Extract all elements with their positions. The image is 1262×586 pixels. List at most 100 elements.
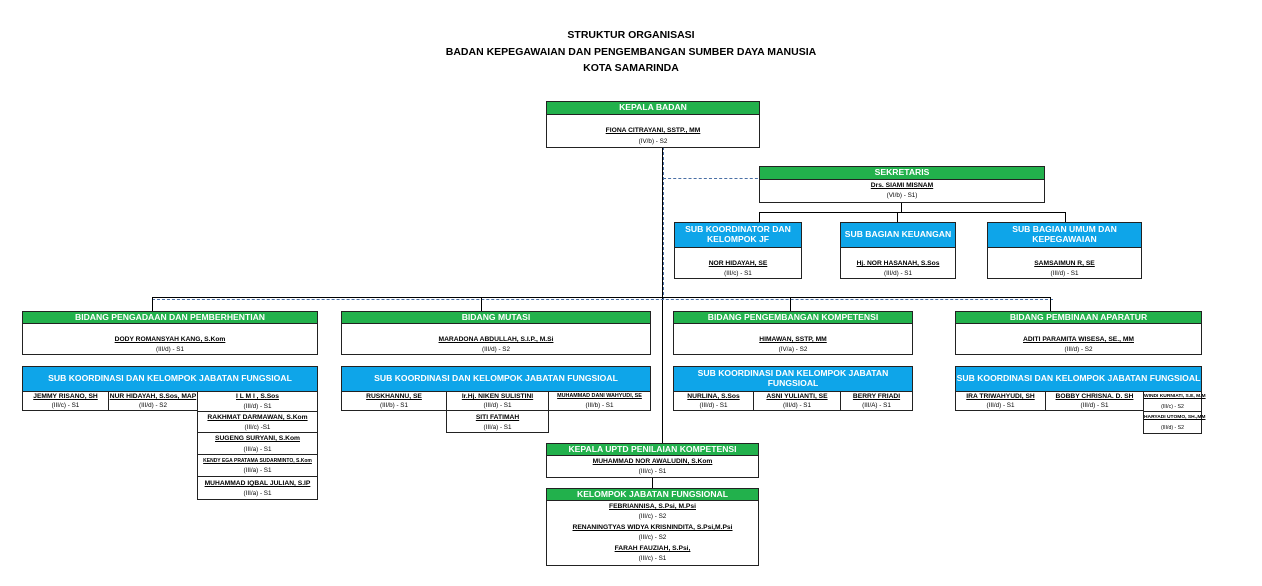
connector-bidang3: [790, 297, 791, 311]
staff-box: KENDY EGA PRATAMA SUDARMINTO, S.Kom (III…: [197, 454, 318, 477]
staff-box: BOBBY CHRISNA. D. SH (III/d) - S1: [1045, 391, 1144, 411]
sub-bagian-keuangan-grade: (III/d) - S1: [884, 270, 912, 277]
staff-name: RAKHMAT DARMAWAN, S.Kom: [207, 414, 308, 421]
staff-grade: (III/d) - S2: [1160, 425, 1185, 431]
sub-bagian-umum-grade: (III/d) - S1: [1050, 270, 1079, 277]
kelompok-member-grade: (III/c) - S1: [638, 555, 667, 562]
connector-bidang2: [481, 297, 482, 311]
chart-title-line3: KOTA SAMARINDA: [583, 62, 679, 74]
staff-name: MUHAMMAD DANI WAHYUDI, SE: [557, 393, 642, 399]
sub-bagian-keuangan-header: SUB BAGIAN KEUANGAN: [840, 222, 956, 248]
staff-name: ASNI YULIANTI, SE: [766, 393, 828, 400]
bidang-mutasi-box: MARADONA ABDULLAH, S.I.P., M.Si (III/d) …: [341, 323, 651, 355]
uptd-name: MUHAMMAD NOR AWALUDIN, S.Kom: [592, 458, 713, 465]
staff-box: HARYADI UTOMO, SH.,MM (III/d) - S2: [1143, 411, 1206, 434]
bidang-pembinaan-box: ADITI PARAMITA WISESA, SE., MM (III/d) -…: [955, 323, 1202, 355]
staff-grade: (III/d) - S1: [483, 402, 512, 409]
kelompok-member-name: RENANINGTYAS WIDYA KRISNINDITA, S.Psi,M.…: [572, 524, 733, 531]
staff-box: SUGENG SURYANI, S.Kom (III/a) - S1: [197, 432, 318, 455]
bidang-pengembangan-sub-header: SUB KOORDINASI DAN KELOMPOK JABATAN FUNG…: [673, 366, 913, 392]
staff-grade: (III/d) - S1: [699, 402, 728, 409]
connector-bidang1: [152, 297, 153, 311]
bidang-pengadaan-sub-header: SUB KOORDINASI DAN KELOMPOK JABATAN FUNG…: [22, 366, 318, 392]
bidang-pengadaan-grade: (III/d) - S1: [156, 346, 184, 353]
kelompok-member-name: FARAH FAUZIAH, S.Psi,: [614, 545, 691, 552]
bidang-pengadaan-box: DODY ROMANSYAH KANG, S.Kom (III/d) - S1: [22, 323, 318, 355]
kelompok-member-grade: (III/c) - S2: [638, 534, 667, 541]
staff-box: SITI FATIMAH (III/a) - S1: [446, 410, 549, 433]
connector-bidang4: [1050, 297, 1051, 311]
main-spine-line: [662, 147, 663, 443]
staff-box: JEMMY RISANO, SH (III/c) - S1: [22, 391, 109, 411]
kelompok-member-name: FEBRIANNISA, S.Psi, M.Psi: [609, 503, 696, 510]
chart-title-line2: BADAN KEPEGAWAIAN DAN PENGEMBANGAN SUMBE…: [445, 46, 817, 58]
bidang-mutasi-name: MARADONA ABDULLAH, S.I.P., M.Si: [438, 336, 554, 343]
staff-name: IRA TRIWAHYUDI, SH: [966, 393, 1035, 400]
staff-grade: (III/b) - S1: [380, 402, 408, 409]
staff-name: NURLINA, S.Sos: [687, 393, 740, 400]
staff-name: WINDI KURNIATI, S.E, M.M: [1144, 394, 1206, 399]
staff-grade: (III/d) - S1: [986, 402, 1015, 409]
kelompok-jf-box: FEBRIANNISA, S.Psi, M.Psi (III/c) - S2 R…: [546, 500, 759, 566]
staff-grade: (III/A) - S1: [862, 402, 891, 409]
staff-grade: (III/a) - S1: [243, 467, 272, 474]
connector-uptd-kelompok: [652, 478, 653, 488]
staff-name: BOBBY CHRISNA. D. SH: [1055, 393, 1134, 400]
staff-grade: (III/a) - S1: [243, 446, 272, 453]
sub-koordinator-jf-box: NOR HIDAYAH, SE (III/c) - S1: [674, 247, 802, 279]
sub-koordinator-jf-name: NOR HIDAYAH, SE: [708, 260, 768, 267]
staff-box: IRA TRIWAHYUDI, SH (III/d) - S1: [955, 391, 1046, 411]
main-spine-dashed: [663, 147, 664, 300]
staff-box: I L M I , S.Sos (III/d) - S1: [197, 391, 318, 412]
staff-name: Ir.Hj. NIKEN SULISTINI: [461, 393, 534, 400]
sub-bagian-umum-name: SAMSAIMUN R, SE: [1034, 260, 1095, 267]
bidang-mutasi-grade: (III/d) - S2: [482, 346, 510, 353]
sekretaris-box: Drs. SIAMI MISNAM (VI/b) - S1): [759, 179, 1045, 203]
bidang-pengembangan-grade: (IV/a) - S2: [778, 346, 808, 353]
staff-grade: (III/d) - S1: [783, 402, 811, 409]
staff-box: BERRY FRIADI (III/A) - S1: [840, 391, 913, 411]
uptd-grade: (III/c) - S1: [638, 468, 667, 475]
staff-box: RAKHMAT DARMAWAN, S.Kom (III/c) -S1: [197, 411, 318, 433]
chart-title-line1: STRUKTUR ORGANISASI: [567, 29, 695, 41]
sub-bagian-umum-box: SAMSAIMUN R, SE (III/d) - S1: [987, 247, 1142, 279]
connector-sub3: [1065, 212, 1066, 222]
staff-box: Ir.Hj. NIKEN SULISTINI (III/d) - S1: [446, 391, 549, 411]
connector-bidang-dashed: [152, 299, 1053, 300]
kepala-badan-grade: (IV/b) - S2: [638, 138, 668, 145]
bidang-pengadaan-name: DODY ROMANSYAH KANG, S.Kom: [114, 336, 226, 343]
staff-name: KENDY EGA PRATAMA SUDARMINTO, S.Kom: [203, 458, 312, 464]
sekretaris-header: SEKRETARIS: [759, 166, 1045, 180]
bidang-pengembangan-box: HIMAWAN, SSTP, MM (IV/a) - S2: [673, 323, 913, 355]
connector-sub1: [759, 212, 760, 222]
staff-box: RUSKHANNU, SE (III/b) - S1: [341, 391, 447, 411]
sekretaris-grade: (VI/b) - S1): [886, 192, 918, 199]
staff-name: JEMMY RISANO, SH: [33, 393, 98, 400]
staff-name: NUR HIDAYAH, S.Sos, MAP: [109, 393, 197, 400]
staff-grade: (III/c) - S2: [1161, 404, 1184, 410]
sub-bagian-umum-header: SUB BAGIAN UMUM DAN KEPEGAWAIAN: [987, 222, 1142, 248]
staff-grade: (III/a) - S1: [243, 490, 272, 497]
connector-to-sekretaris: [663, 178, 763, 179]
staff-name: RUSKHANNU, SE: [366, 393, 422, 400]
bidang-mutasi-sub-header: SUB KOORDINASI DAN KELOMPOK JABATAN FUNG…: [341, 366, 651, 392]
kepala-badan-box: FIONA CITRAYANI, SSTP., MM (IV/b) - S2: [546, 114, 760, 148]
staff-grade: (III/b) - S1: [585, 402, 614, 409]
staff-box: NUR HIDAYAH, S.Sos, MAP (III/d) - S2: [108, 391, 198, 411]
staff-grade: (III/d) - S1: [243, 403, 272, 410]
sub-bagian-keuangan-name: Hj. NOR HASANAH, S.Sos: [856, 260, 940, 267]
bidang-pembinaan-sub-header: SUB KOORDINASI DAN KELOMPOK JABATAN FUNG…: [955, 366, 1202, 392]
staff-name: HARYADI UTOMO, SH.,MM: [1144, 415, 1206, 420]
kelompok-member-grade: (III/c) - S2: [638, 513, 667, 520]
staff-grade: (III/d) - S2: [139, 402, 167, 409]
staff-box: NURLINA, S.Sos (III/d) - S1: [673, 391, 754, 411]
staff-grade: (III/a) - S1: [483, 424, 512, 431]
staff-name: I L M I , S.Sos: [236, 393, 279, 400]
sub-koordinator-jf-grade: (III/c) - S1: [724, 270, 752, 277]
bidang-pengembangan-name: HIMAWAN, SSTP, MM: [759, 336, 827, 343]
connector-sub2: [897, 212, 898, 222]
staff-name: SUGENG SURYANI, S.Kom: [215, 435, 300, 442]
sekretaris-name: Drs. SIAMI MISNAM: [870, 182, 934, 189]
staff-box: MUHAMMAD IQBAL JULIAN, S.IP (III/a) - S1: [197, 476, 318, 500]
staff-box: MUHAMMAD DANI WAHYUDI, SE (III/b) - S1: [548, 391, 651, 411]
